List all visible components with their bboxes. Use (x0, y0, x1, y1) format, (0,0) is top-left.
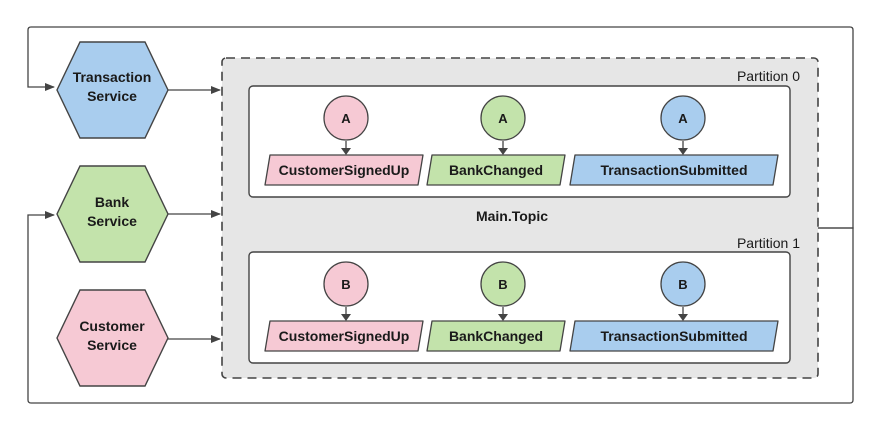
p1-event-bank-changed[interactable]: B BankChanged (426, 261, 566, 352)
service-bank-hexagon (56, 165, 169, 263)
p0-event-bank-changed[interactable]: A BankChanged (426, 95, 566, 186)
p1-event-2-tag (426, 320, 566, 352)
service-transaction-hexagon (56, 41, 169, 139)
feedback-loop-bank (27, 211, 854, 404)
p0-event-transaction-submitted[interactable]: A TransactionSubmitted (569, 95, 779, 186)
p1-event-1-key: B (341, 277, 350, 292)
service-bank[interactable]: Bank Service (56, 165, 169, 263)
topic-name: Main.Topic (476, 208, 548, 224)
service-transaction[interactable]: Transaction Service (56, 41, 169, 139)
p1-event-2-key-circle (480, 261, 526, 307)
p1-event-3-key: B (678, 277, 687, 292)
p0-event-1-tag (264, 154, 424, 186)
p0-event-3-name: TransactionSubmitted (600, 162, 747, 178)
service-customer-hexagon (56, 289, 169, 387)
p1-event-transaction-submitted[interactable]: B TransactionSubmitted (569, 261, 779, 352)
p0-event-3-tag (569, 154, 779, 186)
p0-event-2-key: A (498, 111, 508, 126)
p0-event-1-pin-head (341, 148, 351, 155)
service-transaction-label-line2: Service (87, 88, 137, 104)
p1-event-1-name: CustomerSignedUp (279, 328, 410, 344)
p1-event-3-name: TransactionSubmitted (600, 328, 747, 344)
p1-event-2-name: BankChanged (449, 328, 543, 344)
p1-event-2-pin-head (498, 314, 508, 321)
p1-event-1-key-circle (323, 261, 369, 307)
feedback-loop-transaction (27, 26, 854, 229)
service-bank-label-line2: Service (87, 213, 137, 229)
p0-event-2-tag (426, 154, 566, 186)
p1-event-customer-signed-up[interactable]: B CustomerSignedUp (264, 261, 424, 352)
p0-event-3-key: A (678, 111, 688, 126)
p1-event-2-key: B (498, 277, 507, 292)
service-bank-label-line1: Bank (95, 194, 129, 210)
p0-event-1-name: CustomerSignedUp (279, 162, 410, 178)
partition-0-label: Partition 0 (737, 68, 800, 84)
p0-event-2-pin-head (498, 148, 508, 155)
p1-event-1-tag (264, 320, 424, 352)
p0-event-1-key: A (341, 111, 351, 126)
p1-event-3-pin-head (678, 314, 688, 321)
p0-event-3-pin-head (678, 148, 688, 155)
p1-event-3-key-circle (660, 261, 706, 307)
service-transaction-label-line1: Transaction (73, 69, 152, 85)
p0-event-customer-signed-up[interactable]: A CustomerSignedUp (264, 95, 424, 186)
service-customer-label-line1: Customer (79, 318, 145, 334)
p0-event-2-key-circle (480, 95, 526, 141)
p0-event-2-name: BankChanged (449, 162, 543, 178)
partition-1-label: Partition 1 (737, 235, 800, 251)
p0-event-3-key-circle (660, 95, 706, 141)
service-customer[interactable]: Customer Service (56, 289, 169, 387)
p0-event-1-key-circle (323, 95, 369, 141)
service-customer-label-line2: Service (87, 337, 137, 353)
p1-event-3-tag (569, 320, 779, 352)
p1-event-1-pin-head (341, 314, 351, 321)
